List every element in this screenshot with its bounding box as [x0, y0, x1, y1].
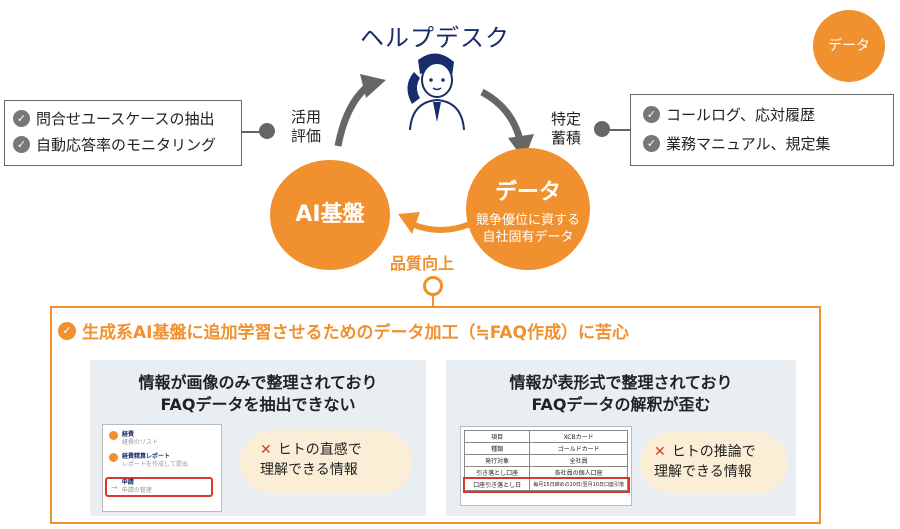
- ai-platform-label: AI基盤: [295, 202, 365, 227]
- ai-platform-circle: AI基盤: [270, 160, 390, 270]
- left-panel-title: 情報が画像のみで整理されており FAQデータを抽出できない: [138, 373, 378, 414]
- callout-connector-dot: [423, 276, 443, 296]
- right-bubble: ✕ヒトの推論で 理解できる情報: [640, 432, 788, 494]
- cycle-arrows: [334, 74, 534, 234]
- x-icon: ✕: [260, 442, 272, 458]
- right-check-item: ✓ コールログ、応対履歴: [643, 100, 893, 129]
- check-icon: ✓: [643, 106, 660, 123]
- left-check-item: ✓ 自動応答率のモニタリング: [13, 131, 241, 157]
- expense-icon: [109, 431, 118, 440]
- label-identify-accumulate: 特定 蓄積: [550, 110, 581, 147]
- check-icon: ✓: [13, 135, 30, 153]
- helpdesk-person-icon: [407, 53, 465, 130]
- data-circle-subtitle: 競争優位に資する 自社固有データ: [475, 213, 580, 245]
- data-circle: データ 競争優位に資する 自社固有データ: [466, 148, 590, 270]
- data-circle-title: データ: [494, 180, 561, 205]
- table-row: 引き落とし口座各社員の個人口座: [463, 466, 628, 479]
- app-menu-item: 経費 経費のリスト: [109, 431, 158, 447]
- table-row-highlighted: 口座引き落とし日毎月15日締めの20日/翌月10日口座引落: [462, 476, 630, 493]
- x-icon: ✕: [654, 444, 666, 460]
- right-panel-title: 情報が表形式で整理されており FAQデータの解釈が歪む: [509, 373, 733, 414]
- data-badge-label: データ: [828, 38, 870, 54]
- callout-title-row: ✓ 生成系AI基盤に追加学習させるためのデータ加工（≒FAQ作成）に苦心: [58, 318, 629, 343]
- left-connector-dot: [259, 123, 275, 139]
- left-bubble-text: ヒトの直感で 理解できる情報: [260, 442, 362, 478]
- app-menu-item-highlighted: → 申請 申請の管理: [105, 477, 213, 497]
- table-row: 発行対象全社員: [463, 454, 628, 467]
- arrow-down-right-head: [508, 134, 534, 160]
- right-check-item: ✓ 業務マニュアル、規定集: [643, 129, 893, 158]
- right-connector-dot: [594, 121, 610, 137]
- right-connector-line: [604, 129, 630, 131]
- left-panel: 情報が画像のみで整理されており FAQデータを抽出できない 経費 経費のリスト …: [90, 360, 426, 516]
- label-utilize-evaluate: 活用 評価: [290, 108, 321, 145]
- app-menu-item: 経費精算レポート レポートを作成して提出: [109, 453, 188, 469]
- table-row: 種類ゴールドカード: [463, 442, 628, 455]
- left-check-item: ✓ 問合せユースケースの抽出: [13, 105, 241, 131]
- right-checklist-box: ✓ コールログ、応対履歴 ✓ 業務マニュアル、規定集: [630, 94, 894, 166]
- check-icon: ✓: [58, 321, 76, 340]
- check-icon: ✓: [13, 109, 30, 127]
- callout-title: 生成系AI基盤に追加学習させるためのデータ加工（≒FAQ作成）に苦心: [82, 323, 629, 343]
- label-quality-improvement: 品質向上: [390, 254, 455, 273]
- left-connector-line: [242, 131, 268, 133]
- arrow-left-head: [398, 212, 420, 234]
- arrow-right-icon: →: [111, 482, 118, 492]
- check-icon: ✓: [643, 135, 660, 152]
- callout-frame: [50, 306, 821, 524]
- report-icon: [109, 453, 118, 462]
- arrow-up-left-head: [360, 74, 386, 98]
- left-bubble: ✕ヒトの直感で 理解できる情報: [240, 430, 412, 494]
- helpdesk-title: ヘルプデスク: [360, 24, 510, 52]
- left-checklist-box: ✓ 問合せユースケースの抽出 ✓ 自動応答率のモニタリング: [4, 100, 242, 166]
- callout-connector-line: [432, 290, 434, 306]
- data-badge: データ: [813, 10, 885, 82]
- right-bubble-text: ヒトの推論で 理解できる情報: [654, 444, 756, 480]
- app-screenshot: 経費 経費のリスト 経費精算レポート レポートを作成して提出 → 申請 申請の管…: [102, 424, 222, 512]
